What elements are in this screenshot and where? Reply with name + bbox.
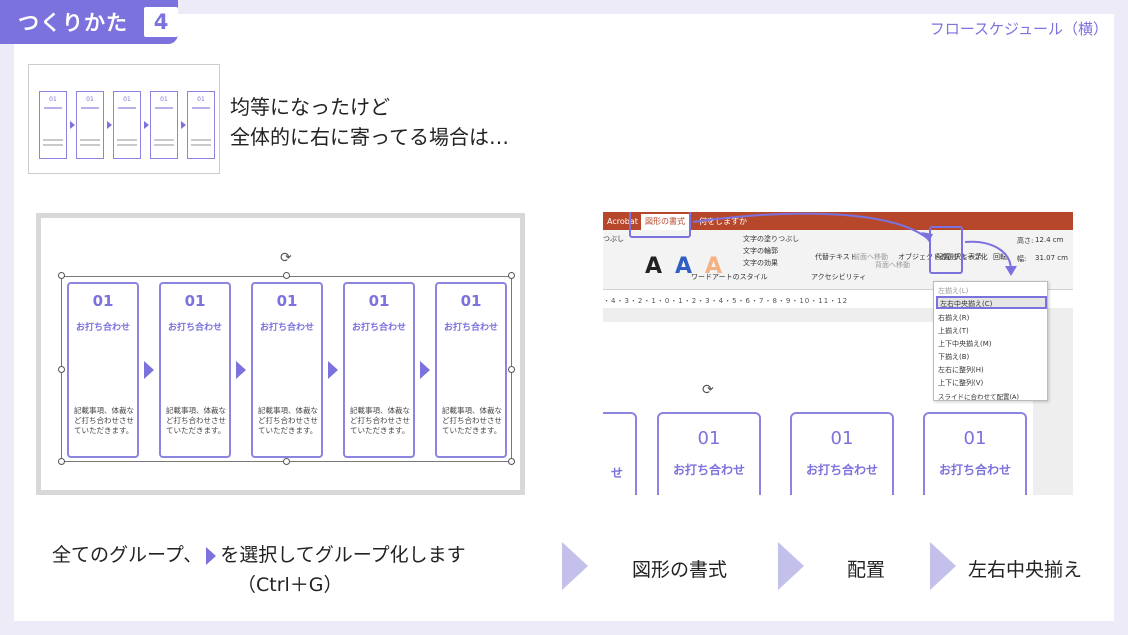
highlight-shape-format-tab xyxy=(629,212,691,238)
ruler: ・4・3・2・1・0・1・2・3・4・5・6・7・8・9・10・11・12 xyxy=(603,297,849,305)
align-button[interactable]: 配置 xyxy=(936,253,950,261)
menu-item-align-middle[interactable]: 上下中央揃え(M) xyxy=(938,340,992,348)
text-fill-option[interactable]: 文字の塗りつぶし xyxy=(743,235,800,243)
instruction-note: 均等になったけど 全体的に右に寄ってる場合は… xyxy=(230,95,509,149)
ribbon-screenshot: Acrobat 図形の書式 何をしますか つぶし A A A 文字の塗りつぶし … xyxy=(603,212,1073,495)
badge-number: 4 xyxy=(144,7,178,37)
resize-handle[interactable] xyxy=(283,458,290,465)
group-button[interactable]: グループ化 xyxy=(953,253,988,261)
resize-handle[interactable] xyxy=(58,366,65,373)
thumb-card: 01 xyxy=(39,91,67,159)
chevron-right-icon xyxy=(930,542,956,590)
resize-handle[interactable] xyxy=(58,458,65,465)
step-arrange: 配置 xyxy=(847,559,886,581)
chevron-right-icon xyxy=(562,542,588,590)
alt-text-button[interactable]: 代替テキスト xyxy=(815,253,857,261)
flow-arrow-icon[interactable] xyxy=(328,361,338,379)
align-dropdown-menu: 左揃え(L) 左右中央揃え(C) 右揃え(R) 上揃え(T) 上下中央揃え(M)… xyxy=(933,281,1048,401)
rotate-handle-icon[interactable]: ⟳ xyxy=(280,250,292,266)
resize-handle[interactable] xyxy=(58,272,65,279)
menu-item-align-slide[interactable]: スライドに合わせて配置(A) xyxy=(938,393,1020,401)
thumb-card: 01 xyxy=(76,91,104,159)
menu-item-distribute-h[interactable]: 左右に整列(H) xyxy=(938,366,984,374)
wordart-style-blue[interactable]: A xyxy=(675,254,693,279)
guide-arrows xyxy=(692,212,1017,276)
step-shape-format: 図形の書式 xyxy=(632,559,728,581)
menu-item-distribute-v[interactable]: 上下に整列(V) xyxy=(938,379,984,387)
menu-item-align-left[interactable]: 左揃え(L) xyxy=(938,287,969,295)
menu-item-align-center[interactable]: 左右中央揃え(C) xyxy=(936,296,1047,309)
step-badge: つくりかた 4 xyxy=(0,0,178,44)
menu-item-align-bottom[interactable]: 下揃え(B) xyxy=(938,353,970,361)
resize-handle[interactable] xyxy=(283,272,290,279)
arrow-icon xyxy=(206,546,217,565)
wordart-style-orange[interactable]: A xyxy=(705,254,723,279)
thumb-arrow-icon xyxy=(107,121,112,129)
thumb-card: 01 xyxy=(150,91,178,159)
bring-forward-button[interactable]: 前面へ移動 xyxy=(853,253,888,261)
highlight-align-button xyxy=(929,226,963,274)
width-field[interactable]: 31.07 cm xyxy=(1035,254,1068,262)
send-backward-button[interactable]: 背面へ移動 xyxy=(875,261,910,269)
flow-arrow-icon[interactable] xyxy=(420,361,430,379)
flow-arrow-icon[interactable] xyxy=(236,361,246,379)
ribbon-body: つぶし A A A 文字の塗りつぶし 文字の輪郭 文字の効果 ワードアートのスタ… xyxy=(603,230,1073,290)
step-group-instruction: 全てのグループ、を選択してグループ化します xyxy=(52,544,466,566)
thumb-card: 01 xyxy=(113,91,141,159)
shortcut-text: （Ctrl＋G） xyxy=(237,574,343,596)
text-effect-option[interactable]: 文字の効果 xyxy=(743,259,778,267)
tab-acrobat[interactable]: Acrobat xyxy=(607,217,638,226)
resize-handle[interactable] xyxy=(508,458,515,465)
text-outline-option[interactable]: 文字の輪郭 xyxy=(743,247,778,255)
wordart-style-black[interactable]: A xyxy=(645,254,663,279)
badge-label: つくりかた xyxy=(18,11,128,35)
menu-item-align-top[interactable]: 上揃え(T) xyxy=(938,327,969,335)
page-subtitle: フロースケジュール（横） xyxy=(929,20,1108,38)
thumb-arrow-icon xyxy=(70,121,75,129)
thumb-arrow-icon xyxy=(181,121,186,129)
thumb-card: 01 xyxy=(187,91,215,159)
flow-card-partial[interactable]: せ xyxy=(603,412,637,495)
selection-pane-button[interactable]: オブジェクトの選択と表示 xyxy=(898,253,982,261)
tell-me-search[interactable]: 何をしますか xyxy=(699,217,747,226)
rotate-button[interactable]: 回転 xyxy=(993,253,1007,261)
ribbon-tab-bar: Acrobat 図形の書式 何をしますか xyxy=(603,212,1073,230)
step-align-center: 左右中央揃え xyxy=(968,559,1083,581)
thumb-arrow-icon xyxy=(144,121,149,129)
height-field[interactable]: 12.4 cm xyxy=(1035,236,1064,244)
chevron-right-icon xyxy=(778,542,804,590)
resize-handle[interactable] xyxy=(508,366,515,373)
flow-arrow-icon[interactable] xyxy=(144,361,154,379)
resize-handle[interactable] xyxy=(508,272,515,279)
thumbnail-preview: 01 01 01 01 01 xyxy=(28,64,220,174)
menu-item-align-right[interactable]: 右揃え(R) xyxy=(938,314,970,322)
rotate-handle-icon[interactable]: ⟳ xyxy=(702,382,714,398)
tab-shape-format[interactable]: 図形の書式 xyxy=(641,214,689,230)
